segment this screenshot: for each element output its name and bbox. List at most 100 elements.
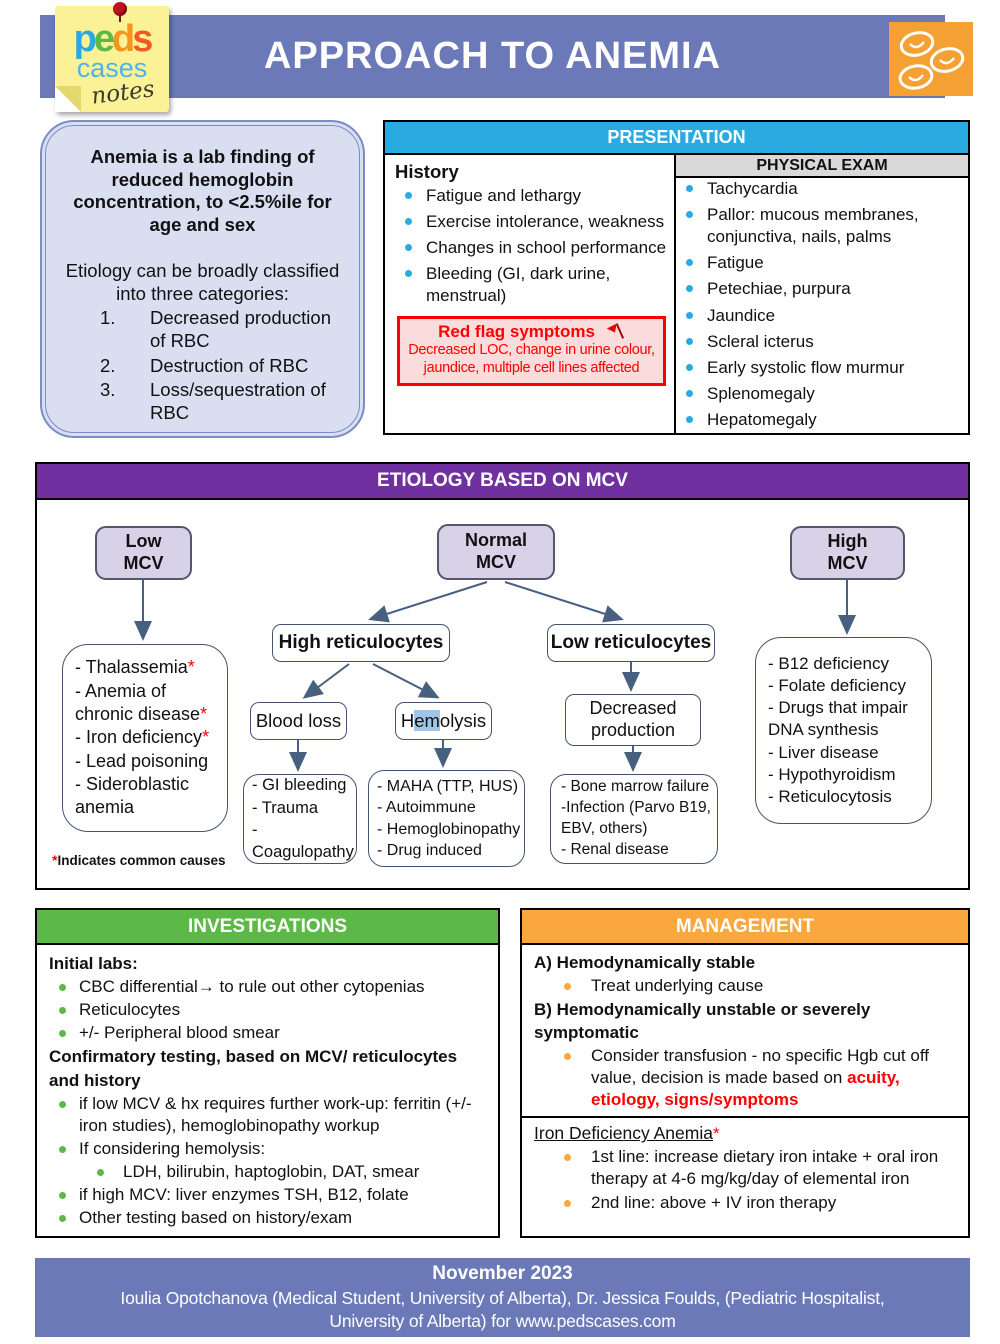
cause-item: - Iron deficiency* [75,727,210,748]
list-item: Splenomegaly [676,383,968,405]
iron-deficiency-title: Iron Deficiency Anemia* [534,1123,720,1144]
list-item: Consider transfusion - no specific Hgb c… [534,1045,958,1111]
list-item: Reticulocytes [49,999,490,1021]
pedscases-logo: peds cases notes [55,2,169,112]
cause-item: - Trauma [252,798,319,817]
decreased-production-causes-box: - Bone marrow failure -Infection (Parvo … [550,774,718,864]
etiology-intro: Etiology can be broadly classified into … [65,260,340,304]
cause-item: - Hypothyroidism [768,764,896,784]
list-item: CBC differential→ to rule out other cyto… [49,976,490,998]
transfusion-criteria-emphasis: acuity, etiology, signs/symptoms [591,1068,900,1110]
red-flag-text: Decreased LOC, change in urine colour, j… [408,342,655,377]
cause-item: - Sideroblastic anemia [75,774,190,818]
cause-item: - Lead poisoning [75,750,209,771]
cause-item: - GI bleeding [252,776,347,795]
list-item: Hepatomegaly [676,409,968,431]
node-hemolysis: Hemolysis [395,702,492,740]
cause-item: - B12 deficiency [768,654,889,674]
cause-item: -Infection (Parvo B19, EBV, others) [561,799,711,837]
investigations-section: INVESTIGATIONS Initial labs: CBC differe… [35,908,500,1238]
node-low-reticulocytes: Low reticulocytes [547,624,715,662]
definition-text: Anemia is a lab finding of reduced hemog… [73,146,332,235]
initial-labs-list: CBC differential→ to rule out other cyto… [49,976,490,1044]
investigations-header: INVESTIGATIONS [37,910,498,945]
list-item: Scleral icterus [676,331,968,353]
blood-loss-causes-box: - GI bleeding - Trauma -Coagulopathy [243,774,357,864]
divider [522,1116,968,1119]
cause-item: - Thalassemia* [75,657,195,678]
cause-item: - Drug induced [377,841,482,859]
publication-date: November 2023 [432,1263,573,1284]
low-mcv-causes-box: - Thalassemia* - Anemia of chronic disea… [62,644,228,832]
list-item: if low MCV & hx requires further work-up… [49,1093,490,1137]
cause-item: - Hemoglobinopathy [377,820,521,838]
logo-word-peds: peds [73,18,154,60]
hemolysis-causes-box: - MAHA (TTP, HUS) - Autoimmune - Hemoglo… [368,770,525,867]
cause-item: - Folate deficiency [768,676,906,696]
physical-exam-list: Tachycardia Pallor: mucous membranes, co… [676,178,968,435]
history-list: Fatigue and lethargy Exercise intoleranc… [395,185,668,307]
list-item: Treat underlying cause [534,975,958,997]
history-title: History [395,161,459,182]
red-flag-title: Red flag symptoms [404,322,659,342]
cause-item: - Drugs that impair DNA synthesis [768,698,908,740]
list-item: Bleeding (GI, dark urine, menstrual) [395,263,668,307]
list-item: 2.Destruction of RBC [100,354,309,376]
red-blood-cells-icon [889,22,973,96]
etiology-header: ETIOLOGY BASED ON MCV [37,464,968,500]
list-item: If considering hemolysis: [49,1138,490,1160]
presentation-section: PRESENTATION History Fatigue and letharg… [383,120,970,435]
list-item: Fatigue [676,252,968,274]
list-item: Fatigue and lethargy [395,185,668,207]
iron-deficiency-list: 1st line: increase dietary iron intake +… [534,1146,958,1214]
physical-exam-title: PHYSICAL EXAM [676,155,968,179]
unstable-list: Consider transfusion - no specific Hgb c… [534,1045,958,1111]
etiology-section: ETIOLOGY BASED ON MCV [35,462,970,890]
logo-word-cases: cases [76,53,148,83]
unstable-title: B) Hemodynamically unstable or severely … [534,1000,871,1042]
confirmatory-title: Confirmatory testing, based on MCV/ reti… [49,1047,458,1090]
list-item: Pallor: mucous membranes, conjunctiva, n… [676,204,968,248]
cause-item: - MAHA (TTP, HUS) [377,778,519,796]
cause-item: - Anemia of chronic disease* [75,680,208,724]
list-item: Petechiae, purpura [676,278,968,300]
cause-item: - Renal disease [561,840,669,858]
history-column: History Fatigue and lethargy Exercise in… [385,155,676,435]
list-item: 1.Decreased production of RBC [100,307,331,351]
flowchart-arrows [134,580,856,772]
red-flag-icon [606,323,624,340]
rbc-icon-svg [898,31,965,90]
cause-item: - Reticulocytosis [768,786,892,806]
cause-item: - Autoimmune [377,799,476,817]
list-item: Changes in school performance [395,237,668,259]
management-section: MANAGEMENT A) Hemodynamically stable Tre… [520,908,970,1238]
list-item: Early systolic flow murmur [676,357,968,379]
red-flag-box: Red flag symptoms Decreased LOC, change … [397,316,666,386]
list-item: Tachycardia [676,178,968,200]
high-mcv-causes-box: - B12 deficiency - Folate deficiency - D… [755,637,932,824]
footer: November 2023 Ioulia Opotchanova (Medica… [35,1258,970,1337]
presentation-header: PRESENTATION [385,122,968,155]
etiology-category-list: 1.Decreased production of RBC 2.Destruct… [60,307,345,424]
list-sub-item: LDH, bilirubin, haptoglobin, DAT, smear [49,1161,490,1183]
list-item: +/- Peripheral blood smear [49,1022,490,1044]
list-item: 1st line: increase dietary iron intake +… [534,1146,958,1190]
title-bar: APPROACH TO ANEMIA [40,15,945,98]
cause-item: - Bone marrow failure [561,778,710,796]
list-item: Exercise intolerance, weakness [395,211,668,233]
physical-exam-column: PHYSICAL EXAM Tachycardia Pallor: mucous… [676,155,968,435]
initial-labs-title: Initial labs: [49,954,138,973]
anemia-definition-box: Anemia is a lab finding of reduced hemog… [40,120,365,438]
credits: Ioulia Opotchanova (Medical Student, Uni… [120,1288,885,1331]
cause-item: -Coagulopathy [252,821,354,862]
list-item: 2nd line: above + IV iron therapy [534,1192,958,1214]
highlight: em [414,709,440,731]
node-high-reticulocytes: High reticulocytes [272,624,450,662]
common-causes-footnote: *Indicates common causes [52,852,226,868]
